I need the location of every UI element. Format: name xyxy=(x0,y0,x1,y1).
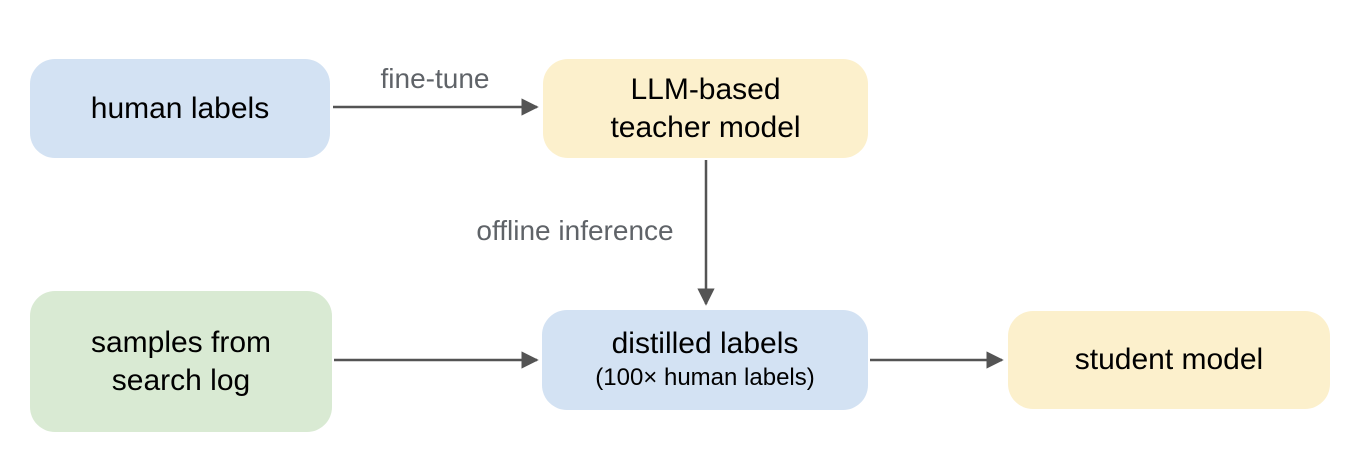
node-student-model: student model xyxy=(1008,311,1330,409)
node-samples-label-line1: samples from xyxy=(90,325,272,359)
edge-label-fine-tune: fine-tune xyxy=(380,63,490,94)
node-samples-label-line2: search log xyxy=(111,363,251,397)
node-human-labels: human labels xyxy=(30,59,330,158)
node-teacher-model-label-line2: teacher model xyxy=(610,110,801,144)
node-distilled-labels-label: distilled labels xyxy=(611,327,799,360)
node-distilled-labels: distilled labels (100× human labels) xyxy=(542,310,868,410)
node-distilled-labels-sublabel: (100× human labels) xyxy=(595,364,815,391)
node-human-labels-label: human labels xyxy=(90,91,270,125)
node-student-model-label: student model xyxy=(1074,343,1264,376)
node-teacher-model-label-line1: LLM-based xyxy=(630,72,781,106)
node-teacher-model: LLM-based teacher model xyxy=(543,59,868,158)
node-samples-from-search-log: samples from search log xyxy=(30,291,332,432)
edge-label-offline-inference: offline inference xyxy=(476,215,674,246)
